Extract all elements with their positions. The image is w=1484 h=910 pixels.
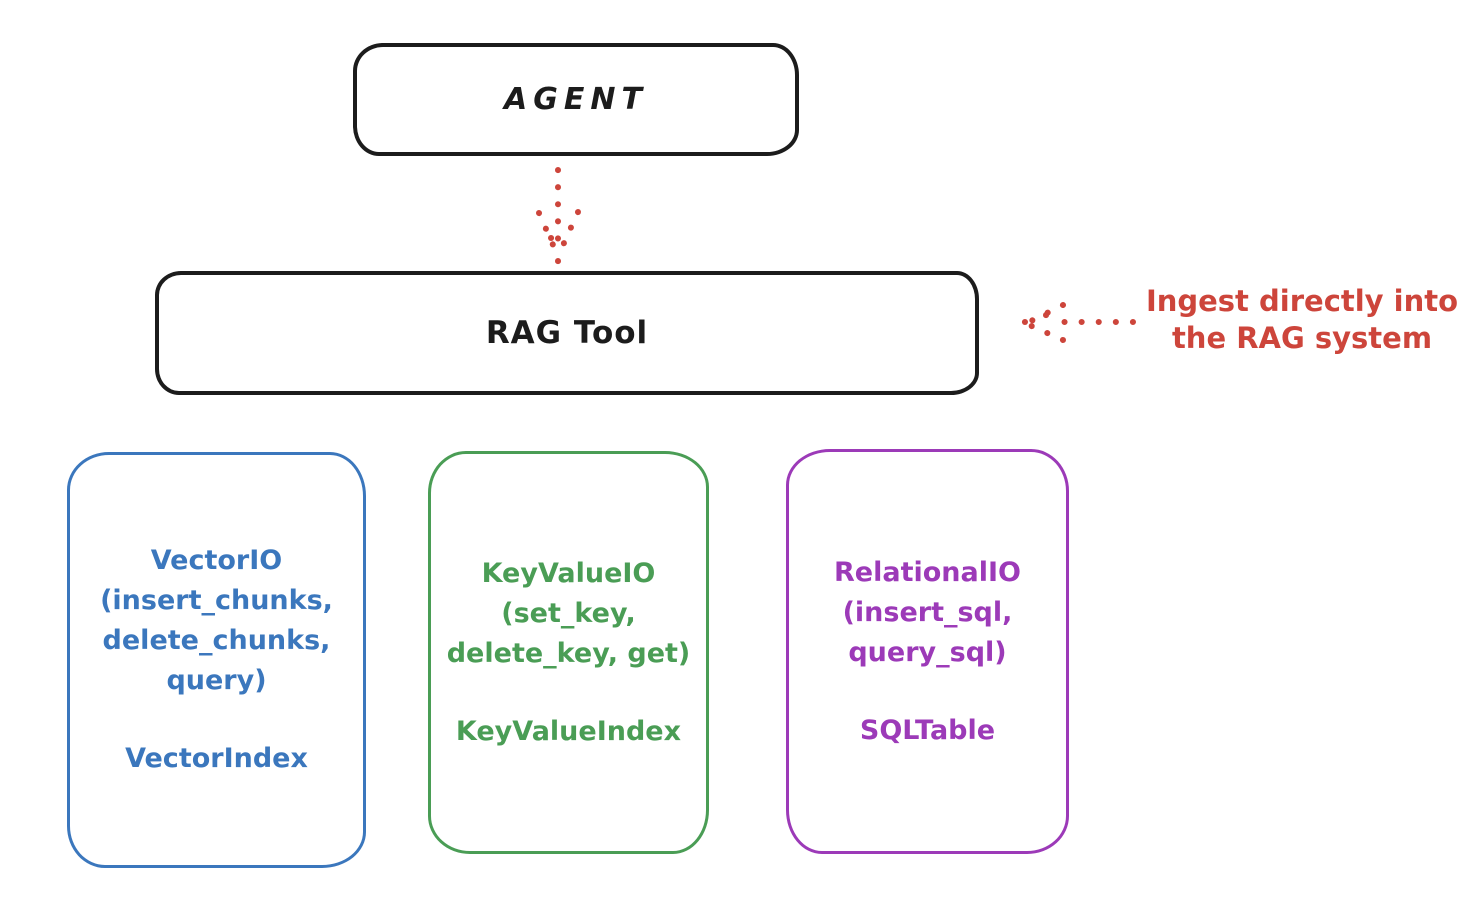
backend-params-line: (insert_sql, (842, 596, 1013, 628)
rag-tool-label: RAG Tool (485, 315, 649, 351)
backend-params-line: query_sql) (848, 636, 1007, 668)
backend-title: RelationalIO (834, 556, 1021, 588)
agent-box: AGENT (353, 43, 799, 156)
backend-box-vector-io: VectorIO (insert_chunks, delete_chunks, … (67, 452, 366, 868)
backend-title: KeyValueIO (481, 557, 656, 589)
backend-relational-text: RelationalIO (insert_sql, query_sql) SQL… (834, 553, 1021, 751)
backend-index-label: SQLTable (859, 714, 996, 746)
annotation-line-1: Ingest directly into (1145, 284, 1459, 318)
backend-index-label: KeyValueIndex (455, 715, 682, 747)
backend-vector-text: VectorIO (insert_chunks, delete_chunks, … (100, 541, 333, 779)
annotation-ingest: Ingest directly into the RAG system (1128, 283, 1476, 357)
rag-tool-box: RAG Tool (155, 271, 979, 395)
backend-params-line: delete_chunks, (102, 625, 331, 656)
backend-box-relational-io: RelationalIO (insert_sql, query_sql) SQL… (786, 449, 1069, 854)
backend-params-line: (set_key, (501, 597, 636, 629)
backend-params-line: (insert_chunks, (100, 585, 333, 616)
left-arrow-icon (1021, 302, 1136, 343)
backend-params-line: delete_key, get) (446, 637, 691, 669)
backend-box-key-value-io: KeyValueIO (set_key, delete_key, get) Ke… (428, 451, 709, 854)
backend-params-line: query) (166, 665, 267, 696)
backend-title: VectorIO (150, 545, 283, 576)
agent-label: AGENT (504, 82, 648, 117)
backend-index-label: VectorIndex (125, 743, 308, 774)
annotation-line-2: the RAG system (1171, 321, 1433, 355)
down-arrow-icon (536, 167, 581, 265)
backend-keyvalue-text: KeyValueIO (set_key, delete_key, get) Ke… (447, 554, 691, 752)
